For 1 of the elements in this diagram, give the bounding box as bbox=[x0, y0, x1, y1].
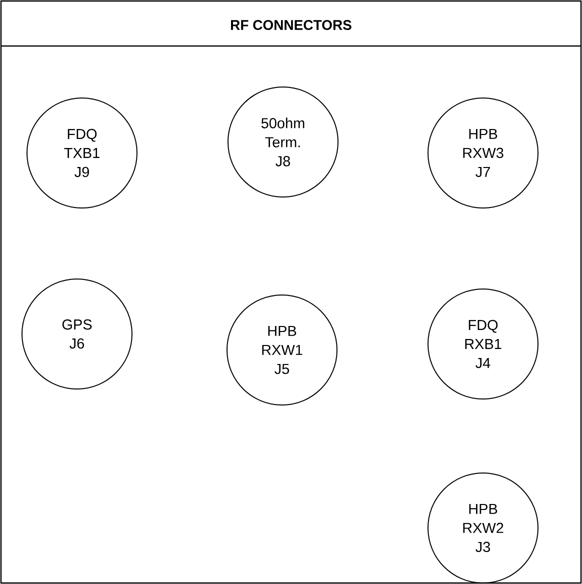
title: RF CONNECTORS bbox=[231, 20, 352, 30]
